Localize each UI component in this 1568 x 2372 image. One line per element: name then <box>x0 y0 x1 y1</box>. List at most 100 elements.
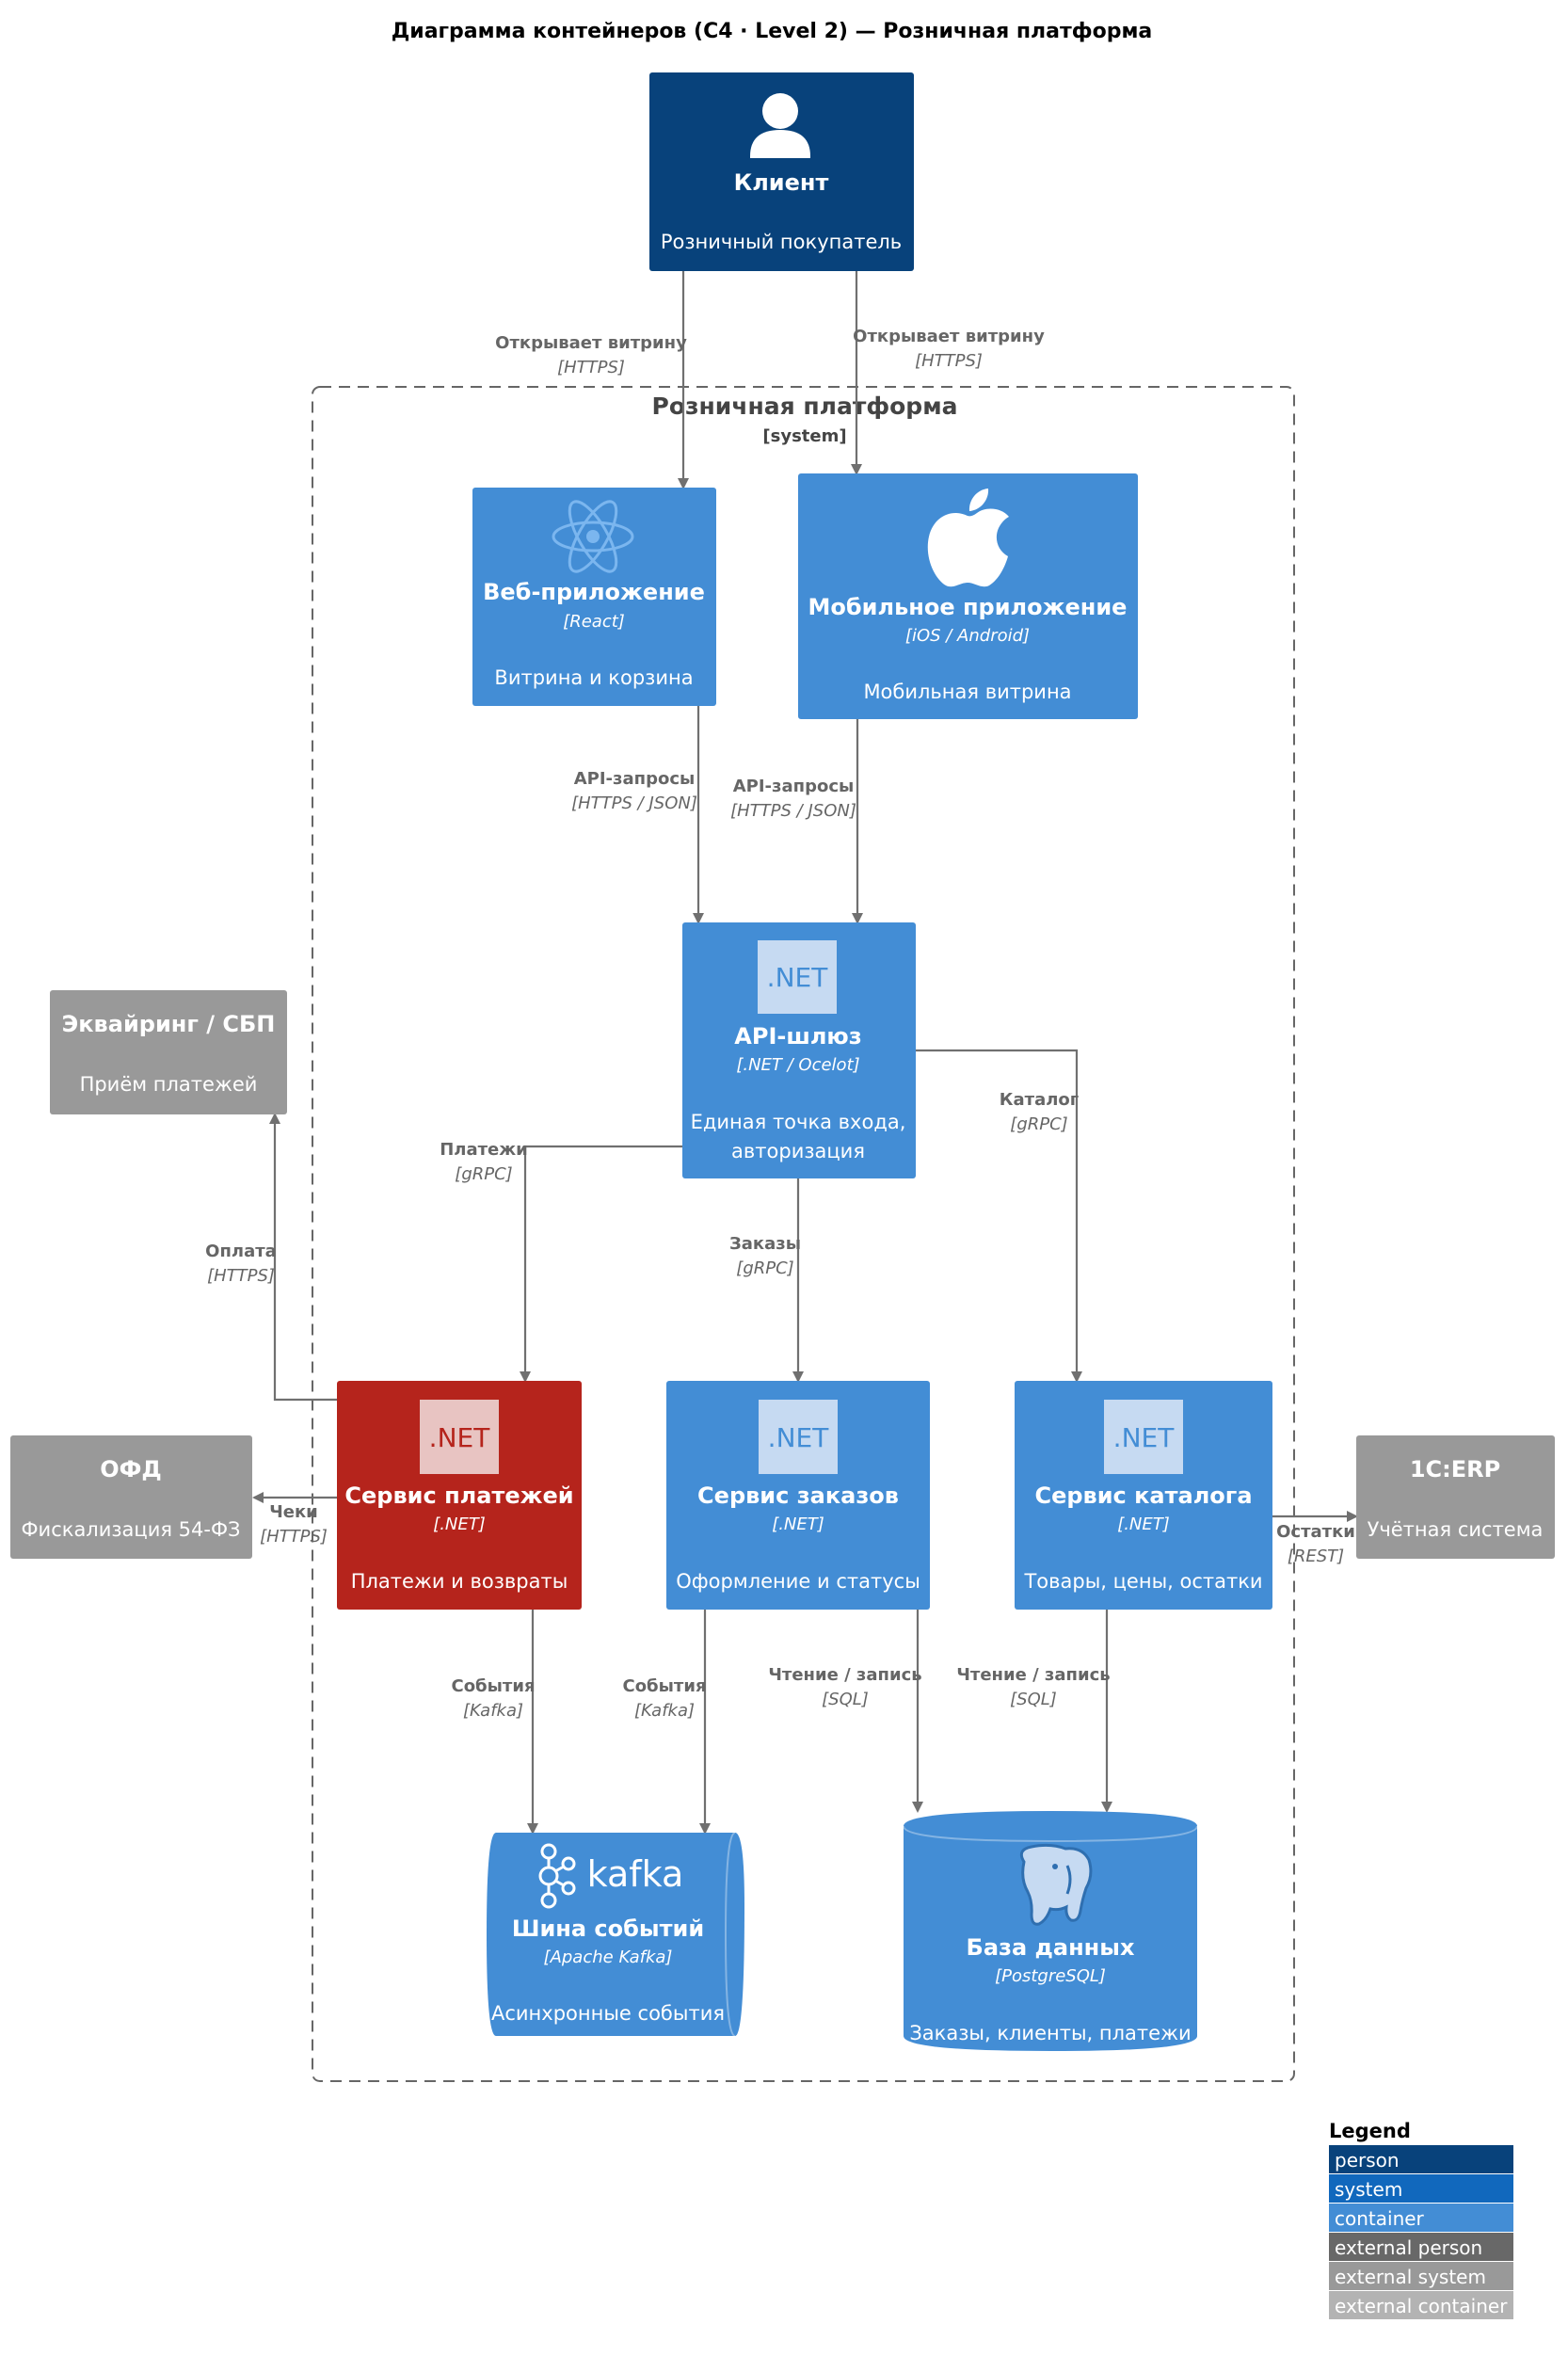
node-client[interactable]: Клиент Розничный покупатель <box>649 72 914 271</box>
legend-label-external-container: external container <box>1335 2295 1508 2317</box>
node-web-desc: Витрина и корзина <box>494 666 693 689</box>
node-ofd-title: ОФД <box>100 1456 162 1482</box>
node-catalog-title: Сервис каталога <box>1034 1482 1252 1509</box>
apple-icon <box>927 489 1009 587</box>
node-erp-desc: Учётная система <box>1368 1518 1544 1541</box>
node-orders-tech: [.NET] <box>772 1515 824 1534</box>
node-orders-desc: Оформление и статусы <box>676 1570 920 1593</box>
edge-tech-orders-kafka: [Kafka] <box>634 1701 695 1721</box>
dotnet-icon-text: .NET <box>1113 1422 1176 1453</box>
node-mobile[interactable]: Мобильное приложение [iOS / Android] Моб… <box>798 473 1138 719</box>
node-catalog-tech: [.NET] <box>1117 1515 1170 1534</box>
legend-label-person: person <box>1335 2149 1400 2172</box>
legend: Legend person system container external … <box>1329 2120 1513 2319</box>
edge-label-payments-acquiring: Оплата <box>205 1242 277 1261</box>
node-ofd[interactable]: ОФД Фискализация 54-ФЗ <box>10 1435 252 1559</box>
dotnet-icon <box>759 1400 838 1474</box>
legend-swatch-system <box>1329 2174 1513 2203</box>
edge-label-orders-kafka: События <box>622 1676 706 1696</box>
legend-title: Legend <box>1329 2120 1411 2142</box>
person-icon <box>750 93 810 158</box>
edge-tech-payments-ofd: [HTTPS] <box>260 1527 328 1547</box>
edge-tech-gateway-payments: [gRPC] <box>455 1164 512 1184</box>
edge-tech-orders-db: [SQL] <box>822 1690 869 1709</box>
legend-label-system: system <box>1335 2178 1402 2201</box>
node-ofd-desc: Фискализация 54-ФЗ <box>21 1518 240 1541</box>
node-gateway-title: API-шлюз <box>734 1023 861 1050</box>
node-gateway-desc-2: авторизация <box>731 1140 865 1162</box>
node-mobile-title: Мобильное приложение <box>808 594 1128 620</box>
node-web-tech: [React] <box>563 612 625 632</box>
node-kafka-tech: [Apache Kafka] <box>544 1947 673 1967</box>
node-payments-title: Сервис платежей <box>344 1482 573 1509</box>
kafka-icon <box>538 1843 576 1909</box>
edge-label-mobile-gateway: API-запросы <box>733 777 855 796</box>
legend-swatch-person <box>1329 2145 1513 2173</box>
edge-label-catalog-db: Чтение / запись <box>956 1665 1110 1685</box>
node-mobile-tech: [iOS / Android] <box>905 626 1030 646</box>
node-acquiring[interactable]: Эквайринг / СБП Приём платежей <box>50 990 287 1114</box>
node-web[interactable]: Веб-приложение [React] Витрина и корзина <box>472 488 716 706</box>
node-orders[interactable]: .NET Сервис заказов [.NET] Оформление и … <box>666 1381 930 1610</box>
edge-label-payments-kafka: События <box>451 1676 535 1696</box>
node-erp[interactable]: 1С:ERP Учётная система <box>1356 1435 1555 1559</box>
edge-label-orders-db: Чтение / запись <box>768 1665 921 1685</box>
edge-tech-gateway-orders: [gRPC] <box>736 1258 793 1278</box>
edge-tech-catalog-db: [SQL] <box>1010 1690 1057 1709</box>
node-catalog[interactable]: .NET Сервис каталога [.NET] Товары, цены… <box>1015 1381 1272 1610</box>
node-client-title: Клиент <box>734 169 829 196</box>
node-gateway[interactable]: .NET API-шлюз [.NET / Ocelot] Единая точ… <box>682 922 916 1178</box>
node-web-title: Веб-приложение <box>483 579 705 605</box>
kafka-icon-text: kafka <box>587 1853 684 1895</box>
node-kafka[interactable]: kafka Шина событий [Apache Kafka] Асинхр… <box>487 1832 744 2037</box>
edge-tech-client-web: [HTTPS] <box>557 358 625 377</box>
dotnet-icon <box>420 1400 499 1474</box>
edge-tech-payments-kafka: [Kafka] <box>463 1701 523 1721</box>
edge-label-client-web: Открывает витрину <box>495 333 687 353</box>
edge-tech-mobile-gateway: [HTTPS / JSON] <box>730 801 856 821</box>
node-acquiring-desc: Приём платежей <box>80 1073 258 1096</box>
legend-swatch-external-person <box>1329 2233 1513 2261</box>
dotnet-icon-text: .NET <box>768 1422 830 1453</box>
edge-label-gateway-payments: Платежи <box>440 1140 528 1160</box>
legend-label-external-person: external person <box>1335 2236 1482 2259</box>
system-boundary <box>312 386 1295 2082</box>
node-orders-title: Сервис заказов <box>697 1482 899 1509</box>
legend-swatch-external-container <box>1329 2291 1513 2319</box>
edge-tech-payments-acquiring: [HTTPS] <box>207 1266 275 1286</box>
node-db-tech: [PostgreSQL] <box>995 1966 1106 1986</box>
edge-label-gateway-catalog: Каталог <box>1000 1090 1079 1110</box>
legend-label-external-system: external system <box>1335 2266 1486 2288</box>
postgresql-elephant-icon <box>1019 1843 1093 1926</box>
boundary-label: Розничная платформа <box>652 393 958 420</box>
node-db-desc: Заказы, клиенты, платежи <box>909 2022 1191 2044</box>
boundary-type: [system] <box>762 426 846 446</box>
react-icon <box>552 500 634 573</box>
edge-label-payments-ofd: Чеки <box>269 1502 318 1522</box>
edge-tech-gateway-catalog: [gRPC] <box>1010 1114 1067 1134</box>
node-gateway-tech: [.NET / Ocelot] <box>736 1055 859 1075</box>
legend-swatch-container <box>1329 2204 1513 2232</box>
node-payments-desc: Платежи и возвраты <box>351 1570 568 1593</box>
edges <box>252 271 1358 1835</box>
node-kafka-title: Шина событий <box>512 1915 704 1942</box>
node-payments[interactable]: .NET Сервис платежей [.NET] Платежи и во… <box>337 1381 582 1610</box>
legend-label-container: container <box>1335 2207 1425 2230</box>
node-acquiring-title: Эквайринг / СБП <box>62 1011 276 1037</box>
diagram-title: Диаграмма контейнеров (C4 · Level 2) — Р… <box>392 20 1153 43</box>
node-payments-tech: [.NET] <box>433 1515 486 1534</box>
dotnet-icon-text: .NET <box>767 962 829 993</box>
dotnet-icon <box>1104 1400 1183 1474</box>
edge-gateway-payments <box>520 1145 682 1383</box>
node-erp-title: 1С:ERP <box>1410 1456 1500 1482</box>
dotnet-icon-text: .NET <box>429 1422 491 1453</box>
node-gateway-desc-1: Единая точка входа, <box>691 1111 906 1133</box>
edge-tech-client-mobile: [HTTPS] <box>915 351 983 371</box>
node-catalog-desc: Товары, цены, остатки <box>1023 1570 1262 1593</box>
edge-payments-acquiring <box>269 1113 337 1402</box>
node-db[interactable]: База данных [PostgreSQL] Заказы, клиенты… <box>903 1811 1198 2051</box>
legend-swatch-external-system <box>1329 2262 1513 2290</box>
edge-tech-web-gateway: [HTTPS / JSON] <box>571 793 697 813</box>
node-client-desc: Розничный покупатель <box>661 231 902 253</box>
